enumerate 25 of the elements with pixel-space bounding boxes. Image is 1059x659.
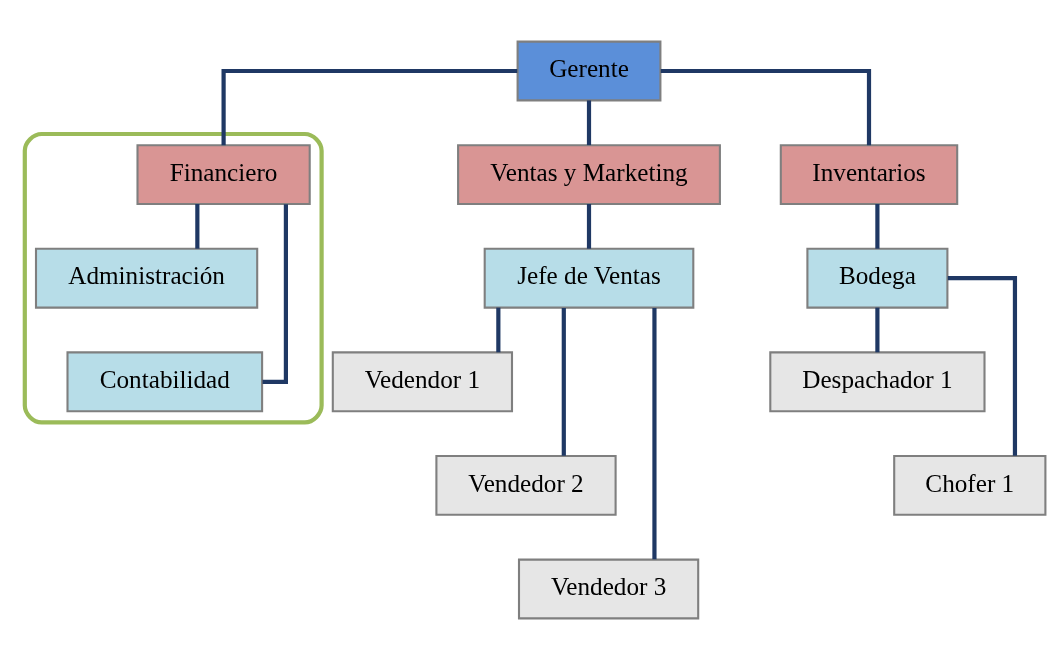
cluster [22,131,324,424]
node-box: Vedendor 1 [331,350,514,412]
node-box: Gerente [516,40,662,101]
node-box: Administración [34,247,259,309]
connector [586,99,592,145]
connector [561,307,566,456]
node-box: Vendedor 3 [517,558,700,619]
connector [652,307,657,559]
node-box: Ventas y Marketing [457,143,721,205]
connector [496,307,501,352]
connector [221,68,518,145]
node-box: Contabilidad [66,350,264,412]
connector [195,203,200,249]
connector [875,307,880,352]
node-box: Bodega [806,247,949,309]
connector [586,203,592,249]
connector [875,203,880,249]
node-box: Financiero [136,143,311,205]
node-box: Inventarios [779,143,959,205]
node-box: Chofer 1 [893,454,1047,516]
node-box: Vendedor 2 [435,454,617,516]
node-box: Despachador 1 [769,350,986,412]
connector [660,68,872,145]
node-box: Jefe de Ventas [483,247,695,309]
connector [947,275,1018,456]
